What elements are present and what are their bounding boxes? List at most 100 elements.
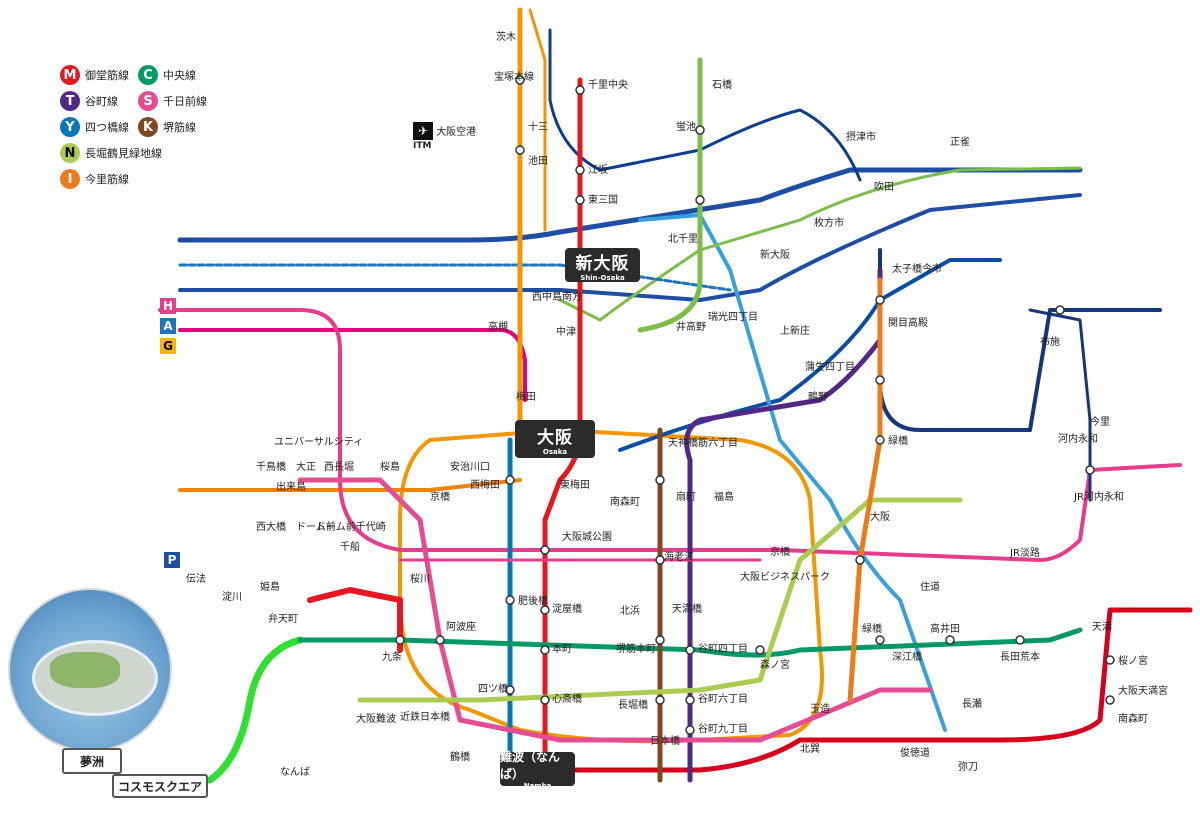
station-marker[interactable] [505,595,515,605]
station-label[interactable]: 出来島 [276,480,306,493]
station-marker[interactable] [755,645,765,655]
station-label[interactable]: 河内永和 [1058,432,1098,445]
station-label[interactable]: 瑞光四丁目 [708,310,758,323]
station-label[interactable]: 桜川 [410,572,430,585]
legend-item-sakaisuji[interactable]: K 堺筋線 [138,114,238,140]
station-marker[interactable] [540,645,550,655]
station-label[interactable]: 北巽 [800,743,820,755]
station-label[interactable]: ドーム前千代崎 [316,520,386,533]
station-label[interactable]: 西大橋 [256,520,286,533]
station-label[interactable]: 蒲生四丁目 [805,360,855,373]
station-marker[interactable] [1015,635,1025,645]
station-label[interactable]: 玉造 [810,702,830,715]
station-label[interactable]: 南森町 [610,495,640,508]
station-label[interactable]: 北千里 [668,233,698,245]
station-label[interactable]: 緑橋 [862,622,882,635]
station-label[interactable]: 鴫野 [808,390,828,403]
station-label[interactable]: 天満橋 [672,602,702,615]
station-label[interactable]: 本町 [552,642,572,655]
station-label[interactable]: 千里中央 [588,78,628,91]
itami-airport[interactable]: ✈ 大阪空港 ITM [413,122,476,151]
station-label[interactable]: 福島 [714,490,734,503]
side-badge-p[interactable]: P [164,552,180,568]
station-label[interactable]: 近鉄日本橋 [400,710,450,723]
legend-item-imazatosuji[interactable]: I 今里筋線 [60,166,220,192]
station-label[interactable]: 九条 [382,650,402,663]
station-label[interactable]: 茨木 [496,30,516,43]
station-marker[interactable] [655,635,665,645]
station-label[interactable]: 弥刀 [958,760,978,773]
side-badge-a[interactable]: A [160,318,176,334]
station-label[interactable]: 正雀 [950,136,970,148]
hub-shin-osaka[interactable]: 新大阪 Shin-Osaka [565,248,640,282]
station-label[interactable]: 上新庄 [780,324,810,337]
station-marker[interactable] [875,375,885,385]
yumeshima-station[interactable]: 夢洲 [62,748,122,774]
station-label[interactable]: 南森町 [1118,712,1148,725]
station-label[interactable]: 谷町四丁目 [698,643,748,655]
station-marker[interactable] [515,145,525,155]
station-label[interactable]: 肥後橋 [518,594,548,607]
station-marker[interactable] [515,75,525,85]
legend-item-nagahori[interactable]: N 長堀鶴見緑地線 [60,140,220,166]
station-label[interactable]: ユニバーサルシティ [274,436,363,448]
station-label[interactable]: 緑橋 [888,434,908,447]
legend-item-tanimachi[interactable]: T 谷町線 [60,88,220,114]
station-label[interactable]: 大阪 [870,510,890,523]
station-label[interactable]: 谷町六丁目 [698,693,748,705]
station-marker[interactable] [855,555,865,565]
station-label[interactable]: 摂津市 [846,130,876,143]
station-label[interactable]: 井高野 [676,320,706,333]
station-marker[interactable] [540,695,550,705]
station-label[interactable]: 吹田 [874,180,894,193]
hub-osaka[interactable]: 大阪 Osaka [515,420,595,458]
station-label[interactable]: 鶴橋 [450,750,470,763]
station-label[interactable]: 大阪城公園 [562,530,612,543]
side-badge-h[interactable]: H [160,298,176,314]
station-marker[interactable] [875,435,885,445]
station-label[interactable]: 高槻 [488,320,508,333]
station-label[interactable]: 森ノ宮 [760,658,790,671]
station-label[interactable]: 京橋 [430,490,450,503]
station-marker[interactable] [1105,655,1115,665]
station-label[interactable]: 桜島 [380,460,400,473]
station-label[interactable]: 石橋 [712,78,732,91]
station-marker[interactable] [1085,465,1095,475]
station-label[interactable]: 深江橋 [892,650,922,663]
station-marker[interactable] [1055,305,1065,315]
station-label[interactable]: 布施 [1040,335,1060,348]
station-label[interactable]: 十三 [528,120,548,133]
station-label[interactable]: ドーム前 [296,520,336,533]
station-label[interactable]: 千鳥橋 [256,460,286,473]
station-label[interactable]: 心斎橋 [552,692,582,705]
station-label[interactable]: 高井田 [930,622,960,635]
station-label[interactable]: 京橋 [770,545,790,558]
station-label[interactable]: 枚方市 [814,216,844,229]
station-label[interactable]: 江坂 [588,164,608,176]
station-marker[interactable] [685,645,695,655]
station-marker[interactable] [695,125,705,135]
station-marker[interactable] [945,635,955,645]
station-marker[interactable] [540,545,550,555]
station-label[interactable]: 伝法 [186,572,206,585]
station-marker[interactable] [875,635,885,645]
legend-item-sennichimae[interactable]: S 千日前線 [138,88,238,114]
station-label[interactable]: 蛍池 [676,120,696,133]
station-label[interactable]: 今里 [1090,415,1110,428]
station-label[interactable]: 天満 [1092,621,1112,633]
station-label[interactable]: 北浜 [620,605,640,617]
station-label[interactable]: 新大阪 [760,248,790,261]
station-label[interactable]: なんば [280,766,310,778]
station-label[interactable]: 谷町九丁目 [698,723,748,735]
station-label[interactable]: 堺筋本町 [616,642,656,655]
station-label[interactable]: 日本橋 [650,734,680,747]
station-label[interactable]: 池田 [528,154,548,167]
station-label[interactable]: 宝塚本線 [494,70,534,83]
station-label[interactable]: 東梅田 [560,478,590,491]
station-label[interactable]: 大阪難波 [356,712,396,725]
station-label[interactable]: JR淡路 [1009,546,1040,559]
station-label[interactable]: 大正 [296,460,316,473]
station-label[interactable]: 淀川 [222,590,242,603]
legend-item-yotsubashi[interactable]: Y 四つ橋線 [60,114,220,140]
hub-namba[interactable]: 難波（なんば） Namba [500,750,575,790]
